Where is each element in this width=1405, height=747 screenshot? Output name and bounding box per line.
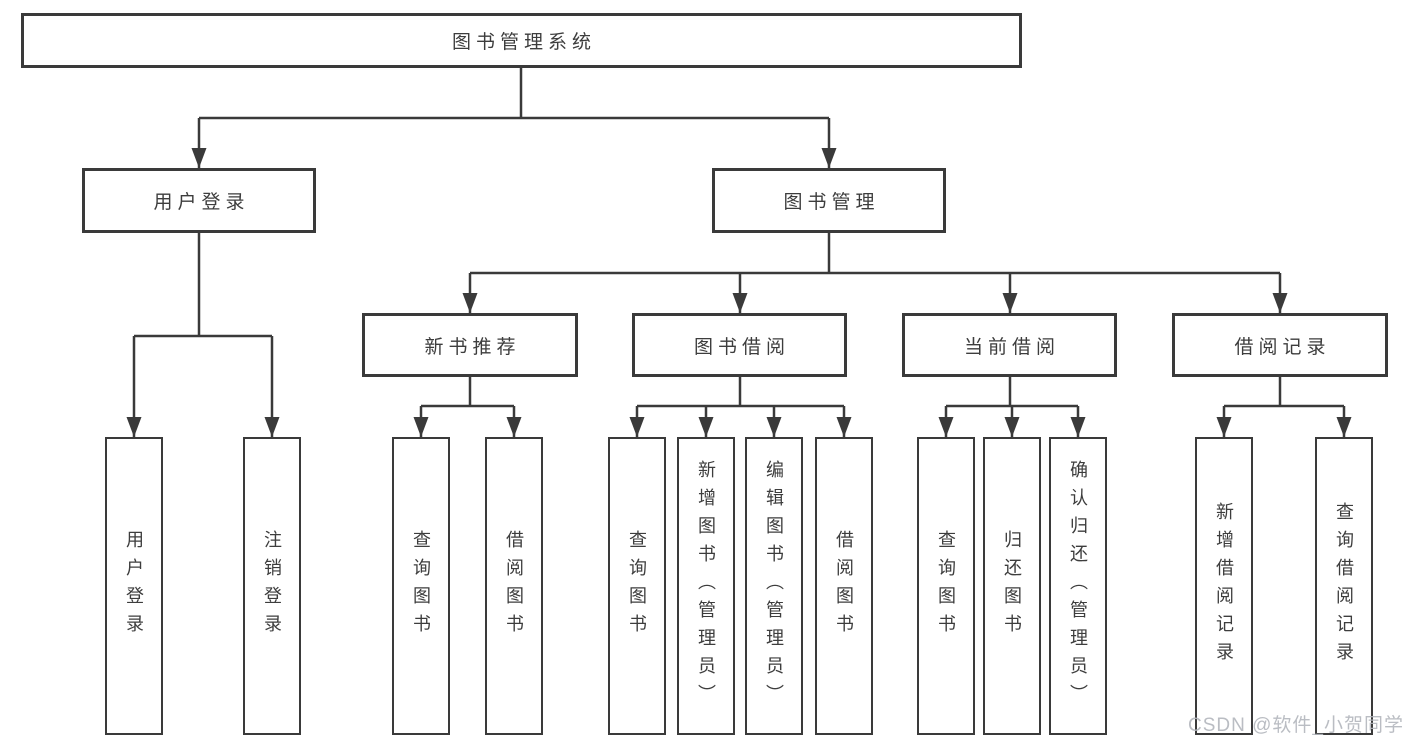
- leaf-current-query-books: 查询图书: [917, 437, 975, 735]
- csdn-watermark: CSDN @软件_小贺同学: [1188, 715, 1404, 736]
- leaf-return-books: 归还图书: [983, 437, 1041, 735]
- leaf-borrowing-query-books: 查询图书: [608, 437, 666, 735]
- leaf-logout-label: 注销登录: [262, 530, 282, 642]
- leaf-confirm-return-admin: 确认归还（管理员）: [1049, 437, 1107, 735]
- leaf-borrowing-query-books-label: 查询图书: [627, 530, 647, 642]
- leaf-logout: 注销登录: [243, 437, 301, 735]
- node-current-borrowing-label: 当前借阅: [963, 336, 1060, 358]
- leaf-borrowing-borrow-books: 借阅图书: [815, 437, 873, 735]
- leaf-recommend-borrow-books: 借阅图书: [485, 437, 543, 735]
- node-book-borrowing: 图书借阅: [632, 313, 847, 377]
- leaf-user-login: 用户登录: [105, 437, 163, 735]
- leaf-recommend-query-books-label: 查询图书: [411, 530, 431, 642]
- node-new-book-recommend: 新书推荐: [362, 313, 578, 377]
- leaf-add-books-admin: 新增图书（管理员）: [677, 437, 735, 735]
- node-new-book-recommend-label: 新书推荐: [424, 336, 521, 358]
- node-borrow-records: 借阅记录: [1172, 313, 1388, 377]
- node-user-login-label: 用户登录: [153, 192, 250, 213]
- leaf-confirm-return-admin-label: 确认归还（管理员）: [1068, 460, 1088, 712]
- leaf-recommend-borrow-books-label: 借阅图书: [504, 530, 524, 642]
- leaf-user-login-label: 用户登录: [124, 530, 144, 642]
- leaf-edit-books-admin-label: 编辑图书（管理员）: [764, 460, 784, 712]
- leaf-recommend-query-books: 查询图书: [392, 437, 450, 735]
- leaf-return-books-label: 归还图书: [1002, 530, 1022, 642]
- leaf-current-query-books-label: 查询图书: [936, 530, 956, 642]
- node-borrow-records-label: 借阅记录: [1234, 336, 1331, 358]
- arrow-group: [126, 118, 1352, 437]
- node-book-borrowing-label: 图书借阅: [693, 336, 790, 358]
- leaf-borrowing-borrow-books-label: 借阅图书: [834, 530, 854, 642]
- node-root-label: 图书管理系统: [451, 32, 596, 53]
- node-book-management-label: 图书管理: [783, 192, 880, 213]
- leaf-add-borrow-record-label: 新增借阅记录: [1214, 502, 1234, 670]
- node-book-management: 图书管理: [712, 168, 946, 233]
- leaf-query-borrow-record: 查询借阅记录: [1315, 437, 1373, 735]
- leaf-query-borrow-record-label: 查询借阅记录: [1334, 502, 1354, 670]
- node-root: 图书管理系统: [21, 13, 1022, 68]
- node-user-login: 用户登录: [82, 168, 316, 233]
- tree-bus-lines: [134, 68, 1344, 408]
- node-current-borrowing: 当前借阅: [902, 313, 1117, 377]
- leaf-add-borrow-record: 新增借阅记录: [1195, 437, 1253, 735]
- leaf-add-books-admin-label: 新增图书（管理员）: [696, 460, 716, 712]
- leaf-edit-books-admin: 编辑图书（管理员）: [745, 437, 803, 735]
